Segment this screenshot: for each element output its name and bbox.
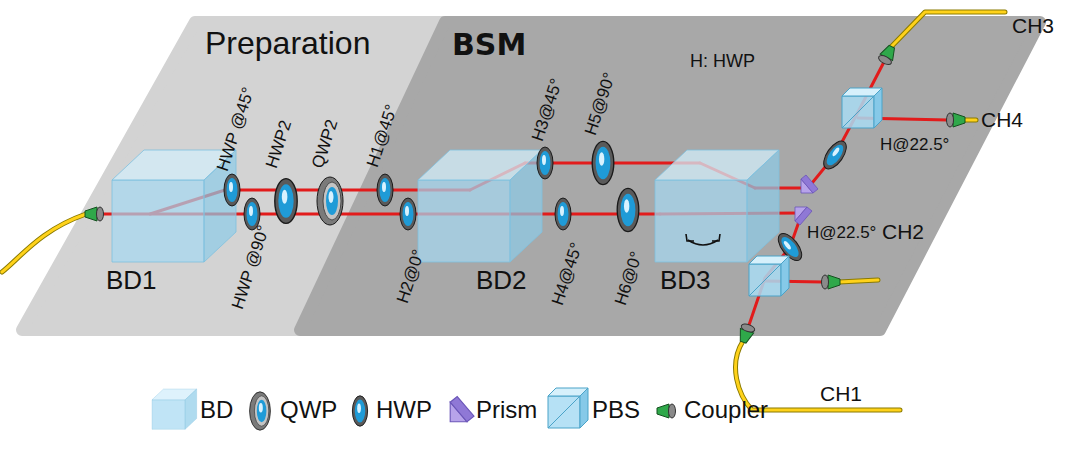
laser-beams [100, 60, 948, 328]
legend-icon [657, 404, 676, 418]
half-wave-plate [537, 147, 553, 179]
prism [795, 207, 812, 225]
fiber-core [2, 12, 1005, 410]
arrow-head [686, 234, 694, 241]
fiber-coupler [85, 207, 104, 221]
fiber [839, 280, 878, 282]
fiber-coupler [877, 43, 898, 66]
beam-displacer [655, 150, 779, 262]
channel-label: CH4 [981, 108, 1023, 131]
fiber-coupler [736, 322, 755, 344]
polarizing-beam-splitter [749, 256, 789, 296]
fiber-outline [2, 12, 1005, 410]
note: H: HWP [690, 52, 755, 72]
fiber [964, 118, 976, 123]
half-wave-plate [819, 137, 850, 172]
half-wave-plate [617, 188, 639, 231]
channel-label: CH3 [1012, 14, 1054, 37]
legend-text: BD [200, 397, 233, 423]
legend-text: HWP [376, 397, 432, 423]
component-label: BD1 [106, 266, 157, 295]
half-wave-plate [592, 141, 614, 184]
legend-text: QWP [280, 397, 337, 423]
quarter-wave-plate [317, 177, 343, 225]
region-fill [300, 22, 1040, 330]
legend-icon [152, 389, 197, 429]
fiber [891, 12, 1005, 47]
region-title: BSM [452, 28, 526, 61]
half-wave-plate [400, 198, 416, 230]
half-wave-plate [275, 179, 297, 224]
fiber [2, 214, 86, 272]
polarizing-beam-splitter [842, 88, 882, 128]
channel-label: CH1 [820, 382, 862, 405]
legend-text: Coupler [684, 397, 768, 423]
region-title: Preparation [205, 26, 370, 61]
component-label: H@22.5° [807, 224, 876, 243]
rotation-arrow [686, 234, 720, 245]
beam-displacer [418, 150, 542, 262]
prism [801, 175, 818, 193]
legend-icon [548, 388, 588, 428]
fiber [839, 280, 878, 282]
half-wave-plate [377, 174, 393, 206]
legend-text: Prism [476, 397, 537, 423]
component-label: BD2 [476, 266, 527, 295]
legend-icon [250, 392, 271, 430]
fiber [964, 119, 976, 122]
arrow-head [712, 234, 720, 241]
half-wave-plate [224, 174, 240, 206]
fiber [891, 12, 1005, 47]
fibers [2, 12, 1005, 410]
legend-text: PBS [592, 397, 640, 423]
channel-label: CH2 [882, 220, 924, 243]
component-label: H@22.5° [880, 136, 949, 155]
legend-icon [450, 397, 474, 422]
legend-icon [352, 396, 367, 426]
fiber [2, 214, 86, 272]
half-wave-plate [555, 198, 571, 230]
fiber-coupler [947, 113, 966, 127]
fiber-coupler [822, 275, 841, 289]
component-label: BD3 [660, 266, 711, 295]
